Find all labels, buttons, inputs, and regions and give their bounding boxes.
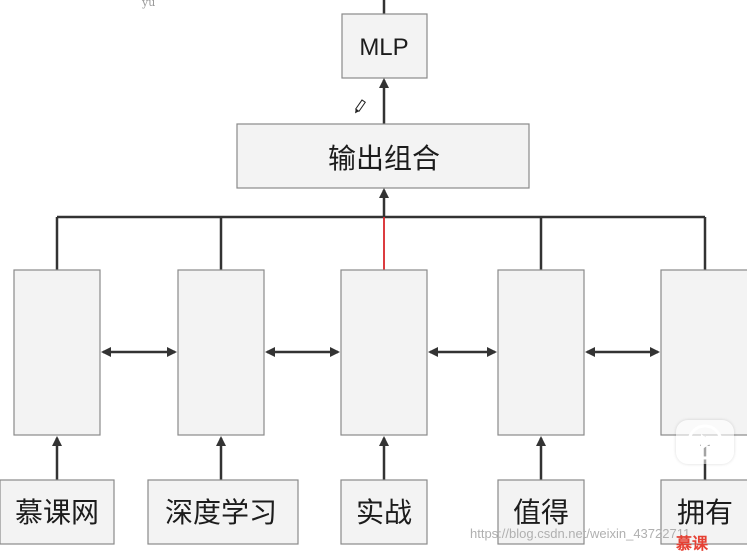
pencil-cursor-icon	[354, 99, 366, 114]
output-combo-box	[236, 123, 530, 189]
input-word-box	[340, 479, 428, 545]
hidden-state-box	[177, 269, 265, 436]
input-word-box	[660, 479, 747, 545]
input-word-box	[147, 479, 299, 545]
play-icon	[687, 424, 723, 460]
hidden-state-box	[340, 269, 428, 436]
video-play-button[interactable]	[676, 420, 734, 464]
input-word-label: 实战	[356, 496, 412, 529]
input-word-label: 值得	[513, 496, 569, 529]
input-word-label: 慕课网	[15, 496, 99, 529]
output-combo-label: 输出组合	[328, 142, 440, 175]
hidden-state-box	[660, 269, 747, 436]
mlp-label: MLP	[359, 34, 408, 61]
input-word-label: 拥有	[677, 496, 733, 529]
top-note: yu	[142, 0, 156, 9]
input-word-box	[0, 479, 115, 545]
hidden-state-box	[497, 269, 585, 436]
watermark-url: https://blog.csdn.net/weixin_43722711	[470, 526, 691, 541]
brand-watermark: 慕课	[676, 534, 709, 553]
input-word-label: 深度学习	[165, 496, 277, 529]
hidden-state-box	[13, 269, 101, 436]
input-word-box	[497, 479, 585, 545]
